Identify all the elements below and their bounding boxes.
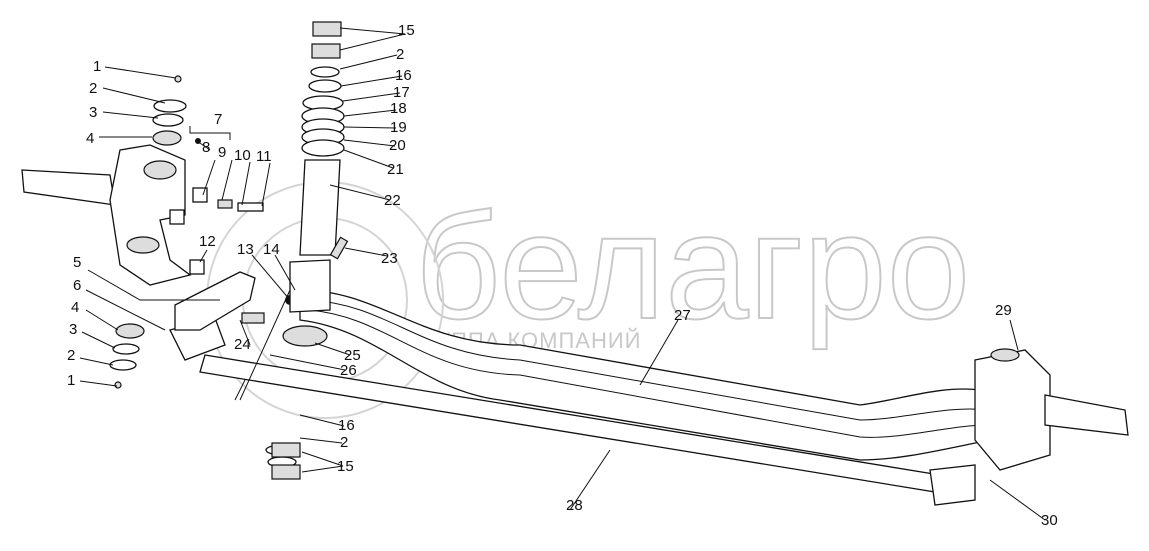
callout-13: 13 bbox=[237, 241, 254, 258]
callout-4b: 4 bbox=[71, 299, 79, 316]
callout-2: 2 bbox=[89, 80, 97, 97]
callout-23: 23 bbox=[381, 250, 398, 267]
callout-25: 25 bbox=[344, 347, 361, 364]
callout-27: 27 bbox=[674, 307, 691, 324]
callout-8: 8 bbox=[202, 139, 210, 156]
callout-17: 17 bbox=[393, 84, 410, 101]
callout-24: 24 bbox=[234, 336, 251, 353]
callout-2d: 2 bbox=[340, 434, 348, 451]
callout-2c: 2 bbox=[396, 46, 404, 63]
callout-5: 5 bbox=[73, 254, 81, 271]
callout-28: 28 bbox=[566, 497, 583, 514]
callout-4: 4 bbox=[86, 130, 94, 147]
callout-14: 14 bbox=[263, 241, 280, 258]
right-steering-knuckle bbox=[974, 348, 1129, 471]
callout-20: 20 bbox=[389, 137, 406, 154]
leader-lines bbox=[79, 27, 1046, 521]
callout-29: 29 bbox=[995, 302, 1012, 319]
callout-22: 22 bbox=[384, 192, 401, 209]
callout-1b: 1 bbox=[67, 372, 75, 389]
callout-1: 1 bbox=[93, 58, 101, 75]
watermark: белагро ГРУППА КОМПАНИЙ bbox=[206, 181, 971, 419]
small-parts bbox=[109, 75, 328, 389]
callout-19: 19 bbox=[390, 119, 407, 136]
callout-15: 15 bbox=[398, 22, 415, 39]
callout-16b: 16 bbox=[338, 417, 355, 434]
callout-26: 26 bbox=[340, 362, 357, 379]
callout-6: 6 bbox=[73, 277, 81, 294]
callout-11: 11 bbox=[256, 148, 272, 165]
callout-labels: 1 2 3 4 7 8 9 10 11 12 13 14 5 6 4 3 2 1… bbox=[67, 22, 1058, 529]
callout-30: 30 bbox=[1041, 512, 1058, 529]
callout-21: 21 bbox=[387, 161, 404, 178]
callout-12: 12 bbox=[199, 233, 216, 250]
callout-3b: 3 bbox=[69, 321, 77, 338]
callout-10: 10 bbox=[234, 147, 251, 164]
kingpin-stack bbox=[265, 21, 349, 480]
callout-18: 18 bbox=[390, 100, 407, 117]
callout-15b: 15 bbox=[337, 458, 354, 475]
left-steering-knuckle bbox=[21, 144, 192, 286]
watermark-brand: белагро bbox=[415, 182, 970, 350]
callout-3: 3 bbox=[89, 104, 97, 121]
callout-9: 9 bbox=[218, 144, 226, 161]
callout-2b: 2 bbox=[67, 347, 75, 364]
callout-7: 7 bbox=[214, 111, 222, 128]
callout-16: 16 bbox=[395, 67, 412, 84]
